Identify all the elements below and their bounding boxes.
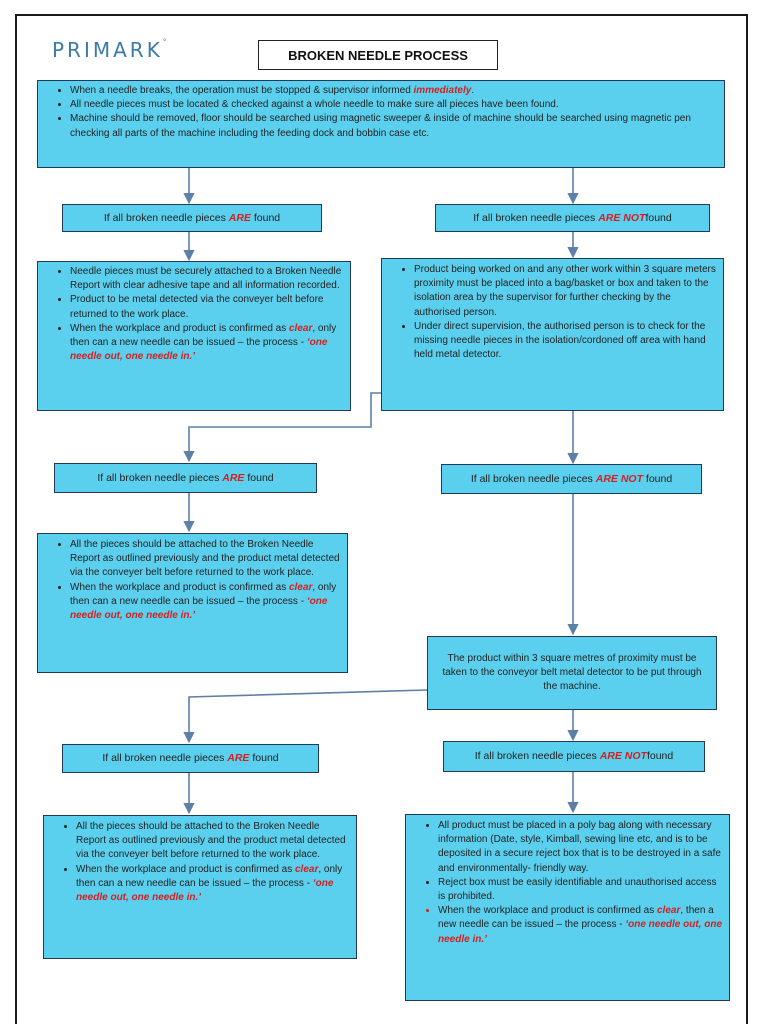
page-title: BROKEN NEEDLE PROCESS xyxy=(258,40,498,70)
level2-found-label: If all broken needle pieces ARE found xyxy=(54,463,317,493)
list-item: All the pieces should be attached to the… xyxy=(70,538,341,581)
step-search-machine: Machine should be removed, floor should … xyxy=(70,112,718,140)
conveyor-box: The product within 3 square metres of pr… xyxy=(427,636,717,710)
level1-found-box: Needle pieces must be securely attached … xyxy=(37,261,351,411)
level1-notfound-box: Product being worked on and any other wo… xyxy=(381,258,724,411)
list-item: When the workplace and product is confir… xyxy=(70,322,344,365)
list-item: Reject box must be easily identifiable a… xyxy=(438,876,723,904)
list-item: All product must be placed in a poly bag… xyxy=(438,819,723,876)
level2-found-box: All the pieces should be attached to the… xyxy=(37,533,348,673)
level3-notfound-label: If all broken needle pieces ARE NOTfound xyxy=(443,741,705,772)
level3-found-label: If all broken needle pieces ARE found xyxy=(62,744,319,773)
list-item: Product to be metal detected via the con… xyxy=(70,293,344,321)
step-stop-operation: When a needle breaks, the operation must… xyxy=(70,84,718,98)
arrow-conveyor-to-found3 xyxy=(183,689,428,744)
level1-found-label: If all broken needle pieces ARE found xyxy=(62,204,322,232)
level2-notfound-label: If all broken needle pieces ARE NOT foun… xyxy=(441,464,702,494)
list-item: When the workplace and product is confir… xyxy=(76,863,350,906)
list-item: Under direct supervision, the authorised… xyxy=(414,320,717,363)
list-item: Needle pieces must be securely attached … xyxy=(70,265,344,293)
step-locate-pieces: All needle pieces must be located & chec… xyxy=(70,98,718,112)
level3-found-box: All the pieces should be attached to the… xyxy=(43,815,357,959)
list-item: Product being worked on and any other wo… xyxy=(414,263,717,320)
list-item: All the pieces should be attached to the… xyxy=(76,820,350,863)
arrow-notfound-box-to-found2 xyxy=(183,392,382,463)
list-item: When the workplace and product is confir… xyxy=(70,581,341,624)
level3-notfound-box: All product must be placed in a poly bag… xyxy=(405,814,730,1001)
primark-logo: PRIMARK° xyxy=(52,38,167,62)
list-item: When the workplace and product is confir… xyxy=(438,904,723,947)
level1-notfound-label: If all broken needle pieces ARE NOTfound xyxy=(435,204,710,232)
initial-steps-box: When a needle breaks, the operation must… xyxy=(37,80,725,168)
page-frame xyxy=(15,14,748,1024)
